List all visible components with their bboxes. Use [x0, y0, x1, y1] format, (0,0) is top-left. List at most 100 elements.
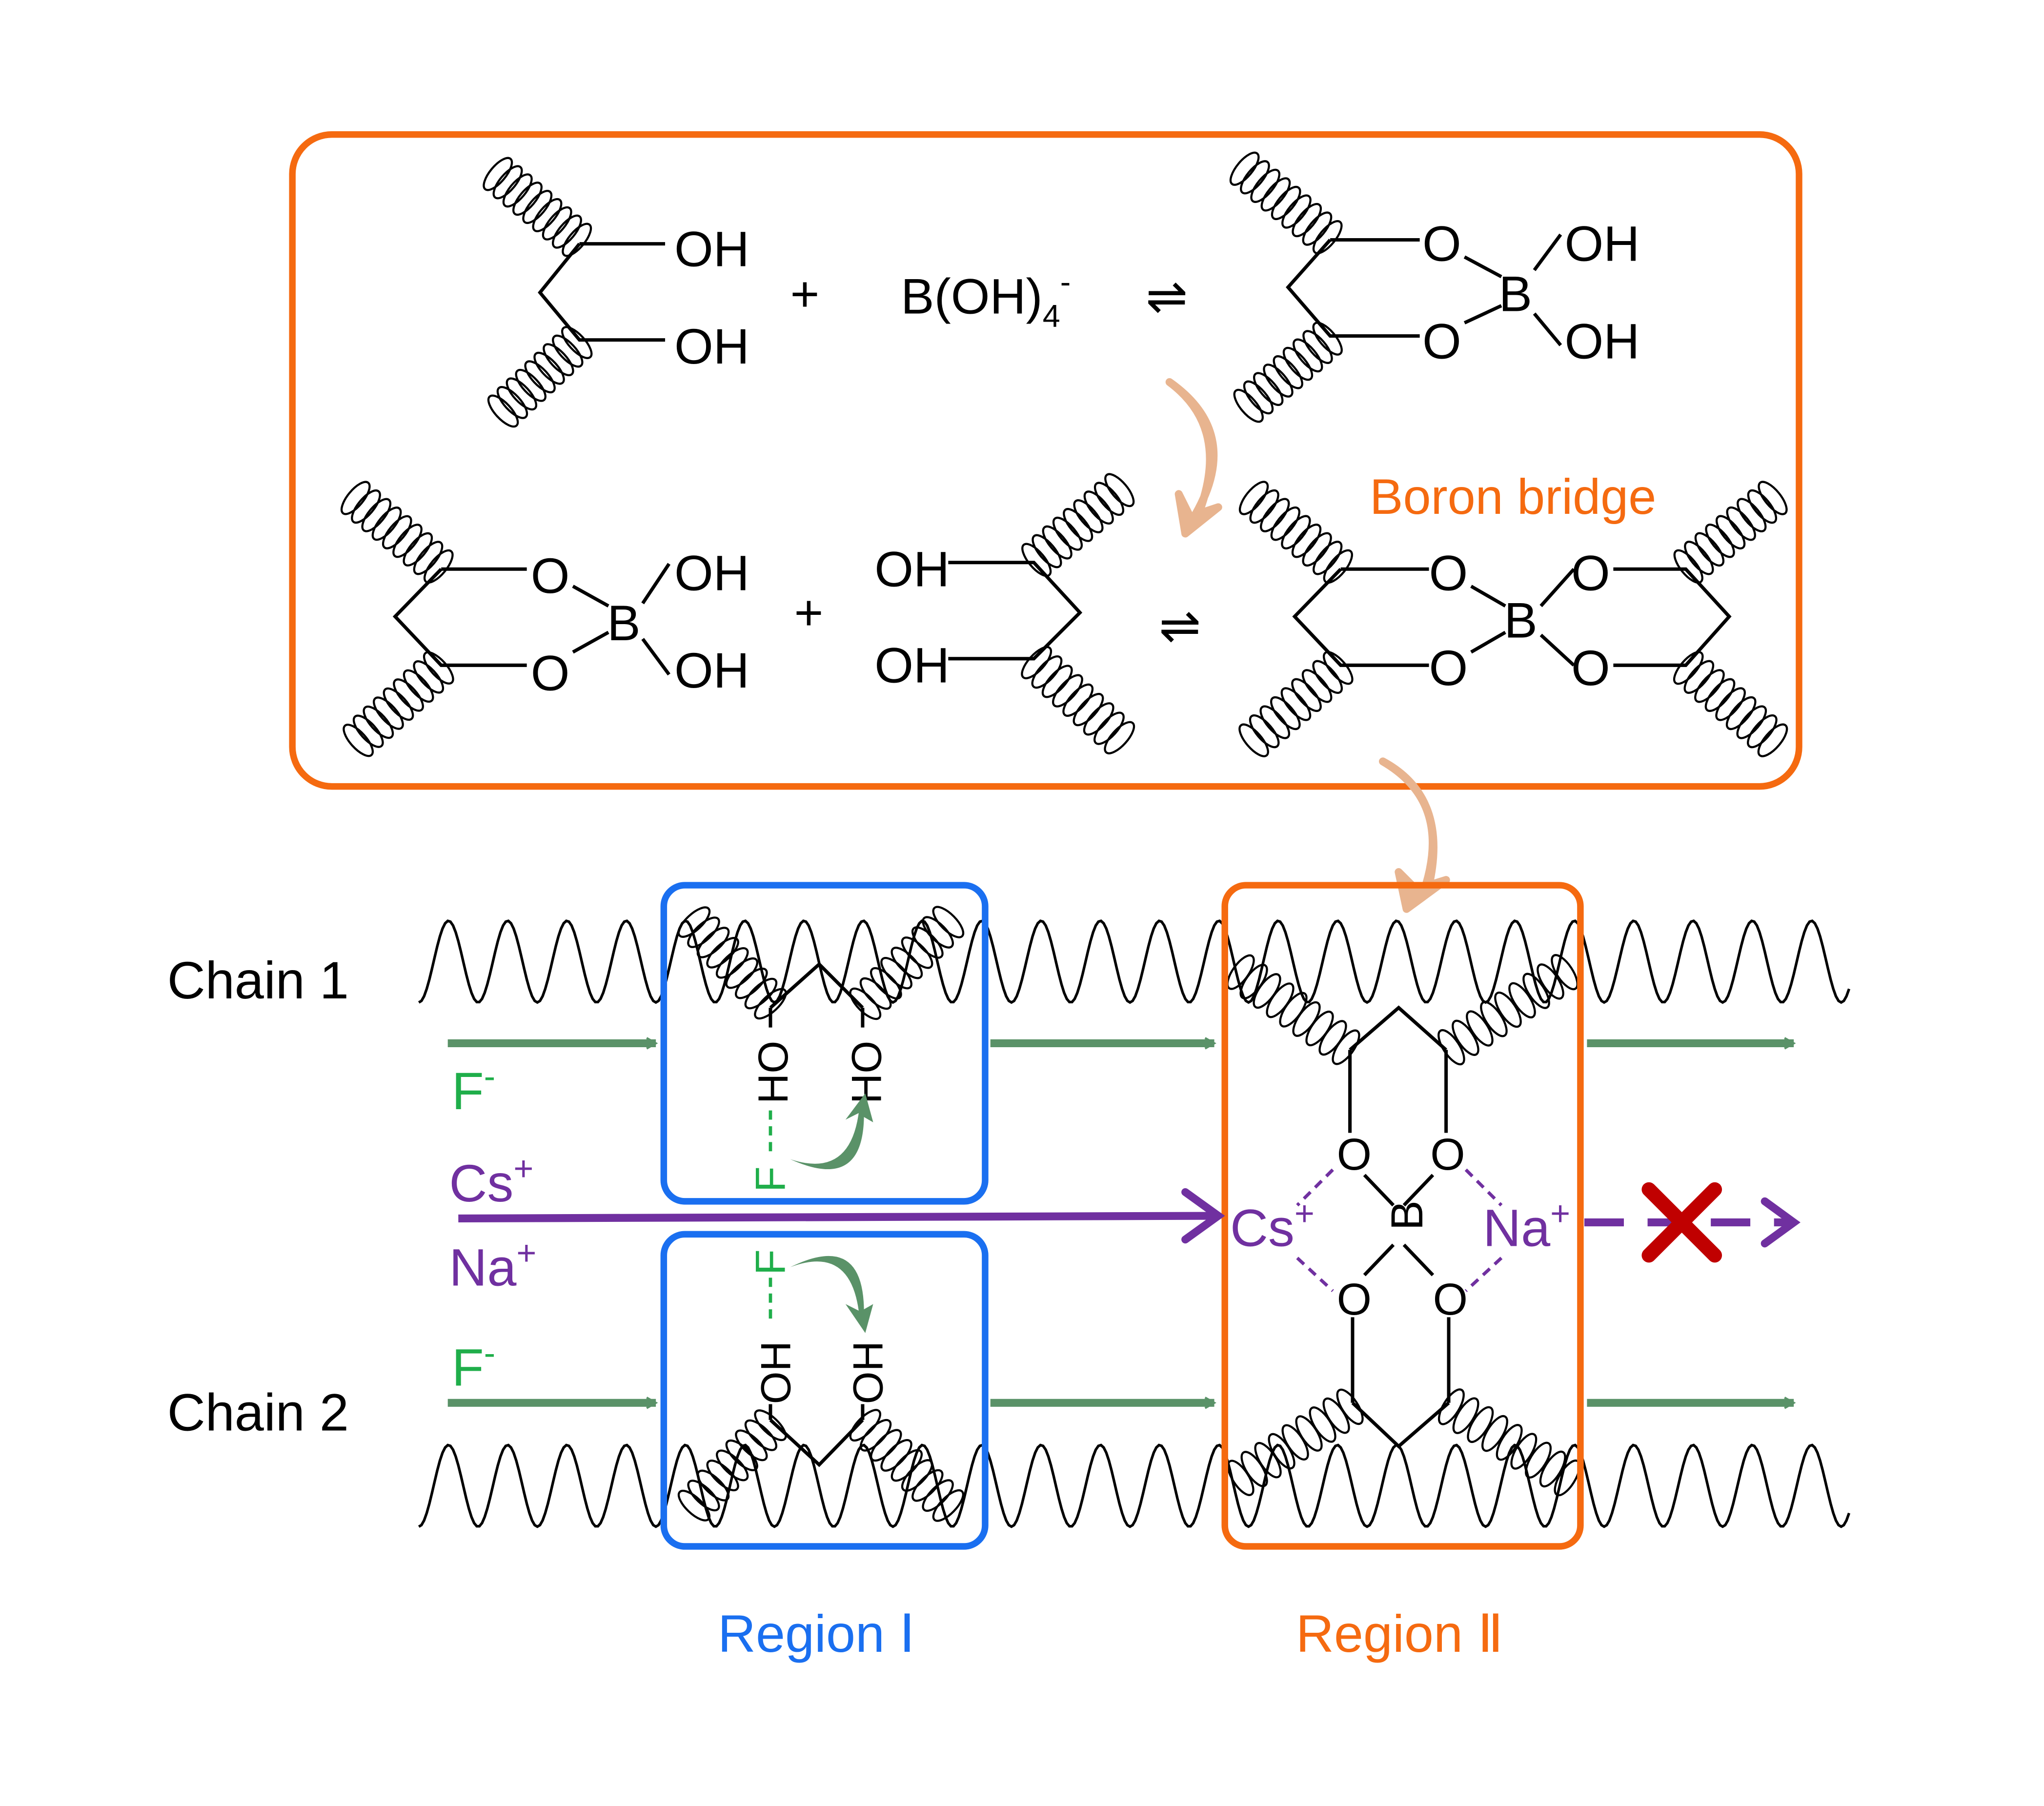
o-label: O	[1422, 216, 1461, 272]
spring-coil	[383, 687, 414, 721]
spring-coil	[1260, 498, 1290, 532]
o-label: O	[531, 645, 570, 701]
spring-coil	[1281, 194, 1312, 229]
spring-coil	[1042, 525, 1073, 560]
spring-coil	[1063, 508, 1093, 542]
spring-coil	[424, 549, 454, 584]
coordination-bonds	[1296, 1168, 1503, 1292]
b-label: B	[1504, 592, 1537, 649]
o-label: O	[1430, 1130, 1465, 1179]
spring-coil	[1705, 524, 1735, 558]
spring-coil	[859, 1419, 892, 1452]
o-label: O	[1571, 545, 1610, 601]
oh-label: OH	[1565, 313, 1640, 369]
hydroxyl-label: HO	[844, 1041, 890, 1104]
spring-coil	[1684, 541, 1714, 575]
arrowhead-icon	[1181, 1188, 1225, 1244]
spring-coil	[1336, 1388, 1364, 1425]
spring-coil	[1312, 660, 1343, 694]
spring-coil	[1263, 364, 1294, 398]
spring-coil	[1249, 489, 1279, 524]
spring-coil	[1301, 669, 1333, 703]
spring-coil	[1281, 1424, 1309, 1461]
spring-coil	[1551, 954, 1579, 991]
spring-coil	[1292, 1001, 1321, 1037]
spring-coil	[1305, 1011, 1334, 1047]
spring-coil	[1704, 678, 1736, 712]
spring-coil	[524, 360, 556, 394]
polymer-chains	[418, 919, 1851, 1528]
spring-coil	[870, 967, 902, 1000]
fluoride-label: F	[748, 1166, 794, 1192]
spring-coil	[403, 532, 433, 567]
sodium-label: Na+	[449, 1233, 536, 1297]
spring-coil	[1323, 549, 1353, 584]
spring-coil	[1291, 524, 1322, 558]
spring-coil	[522, 190, 553, 224]
spring-coil	[532, 198, 563, 232]
boron-bridge-label: Boron bridge	[1370, 468, 1656, 525]
spring-coil	[1747, 489, 1778, 524]
spring-coil	[1052, 674, 1083, 708]
cesium-label: Cs+	[1230, 1194, 1315, 1257]
spring-coil	[352, 714, 384, 748]
spring-coil	[1452, 1019, 1479, 1056]
spring-coil	[1031, 655, 1063, 689]
spring-coil	[1725, 696, 1757, 731]
spring-coil	[1309, 1406, 1336, 1443]
o-label: O	[1337, 1130, 1372, 1179]
spring-coil	[687, 1480, 720, 1512]
spring-coil	[1052, 516, 1083, 551]
spring-coil	[715, 947, 749, 979]
spring-coil	[890, 1449, 923, 1482]
spring-coil	[1021, 543, 1052, 577]
spring-coil	[413, 660, 445, 694]
fluoride-label: F-	[452, 1057, 495, 1120]
spring-coil	[1093, 711, 1125, 745]
spring-coil	[744, 977, 778, 1010]
spring-coil	[1073, 499, 1104, 533]
spring-coil	[677, 906, 711, 938]
o-label: O	[1422, 313, 1461, 369]
spring-coil	[1273, 355, 1303, 389]
spring-coil	[1302, 330, 1333, 364]
spring-coil	[361, 498, 392, 532]
spring-coil	[1233, 388, 1264, 423]
spring-coil	[1480, 1001, 1508, 1037]
spring-coil	[351, 489, 381, 524]
spring-coil	[1673, 651, 1704, 685]
spring-coil	[1673, 549, 1703, 584]
spring-coil	[1312, 220, 1343, 255]
spring-coil	[502, 173, 533, 208]
spring-coil	[849, 987, 882, 1020]
spring-coil	[1313, 541, 1343, 575]
spring-coil	[754, 988, 787, 1020]
spring-coil	[744, 1419, 777, 1451]
spring-coil	[922, 1479, 954, 1512]
hydroxyl-label: HO	[750, 1041, 797, 1104]
spring-coil	[543, 343, 574, 376]
spring-coil	[340, 481, 371, 515]
curved-arrow-icon	[1165, 378, 1222, 538]
fluoride-flow-arrows	[447, 1037, 1796, 1409]
spring-coil	[1229, 151, 1260, 186]
proton-transfer-arrow-icon	[790, 1093, 873, 1170]
spring-coil	[932, 1489, 964, 1522]
spring-coil	[382, 515, 412, 549]
spring-coil	[1083, 702, 1114, 736]
equilibrium-arrow: ⇌	[1146, 268, 1188, 325]
oh-label: OH	[674, 642, 749, 698]
spring-coil	[1539, 1450, 1566, 1488]
oh-label: OH	[874, 541, 950, 597]
hydroxyl-label: OH	[752, 1341, 799, 1404]
spring-coil	[413, 541, 444, 575]
spring-coil	[1452, 1397, 1479, 1434]
spring-coil	[1291, 678, 1322, 712]
spring-coil	[562, 223, 592, 257]
spring-coil	[1736, 705, 1767, 739]
spring-coil	[1282, 346, 1314, 381]
polymer-chain	[418, 1443, 1851, 1528]
spring-coil	[423, 651, 454, 685]
o-label: O	[1429, 545, 1468, 601]
spring-coil	[1323, 651, 1354, 685]
